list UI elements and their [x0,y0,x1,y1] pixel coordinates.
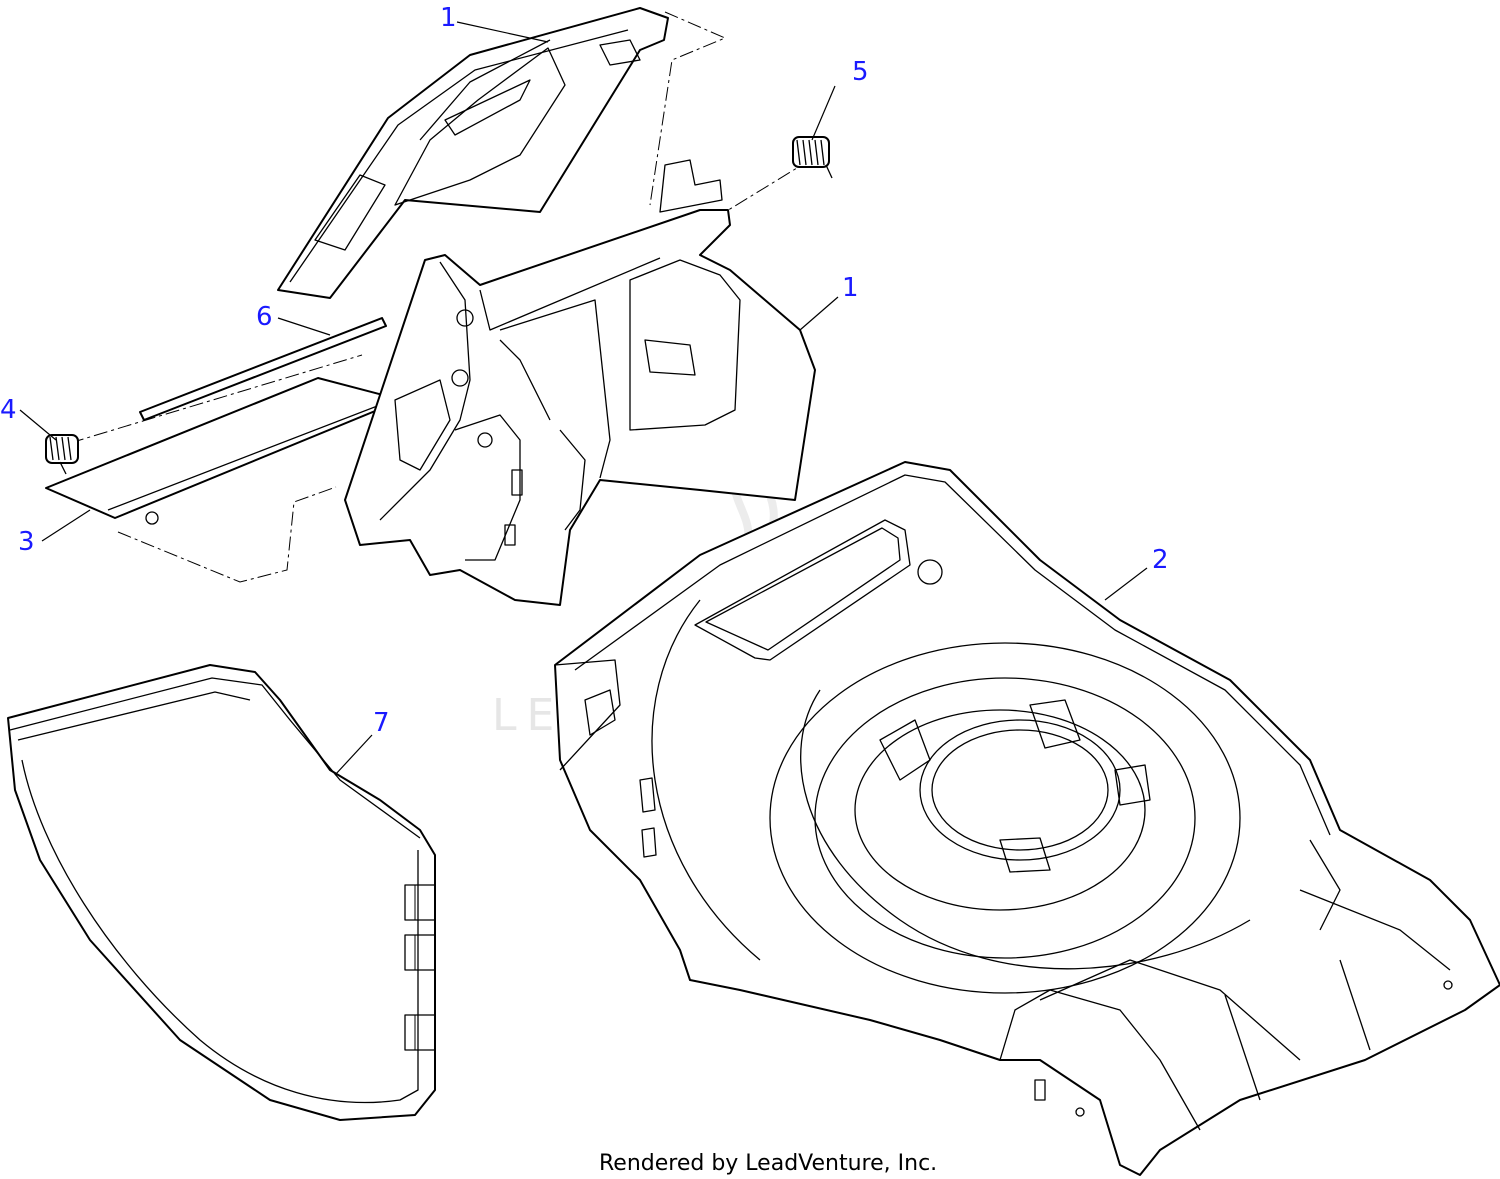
part-hinge-rod [139,317,387,421]
part-rear-baffle-assembly [344,159,816,606]
part-mower-deck [554,461,1500,1176]
callout-leaders [19,21,1148,776]
part-side-discharge-chute [7,664,436,1121]
callout-2: 2 [1152,545,1169,575]
part-rear-door-cover [277,7,669,299]
callout-3: 3 [18,527,35,557]
callout-1-right: 1 [842,273,859,303]
callout-1-top: 1 [440,3,457,33]
callout-6: 6 [256,302,273,332]
callout-4: 4 [0,395,17,425]
callout-7: 7 [373,708,390,738]
callout-5: 5 [852,57,869,87]
part-torsion-spring-left [45,434,79,475]
part-torsion-spring-right [792,136,833,179]
render-credit: Rendered by LeadVenture, Inc. [599,1151,937,1176]
callout-labels: 1 5 1 6 4 3 2 7 [0,3,1169,738]
